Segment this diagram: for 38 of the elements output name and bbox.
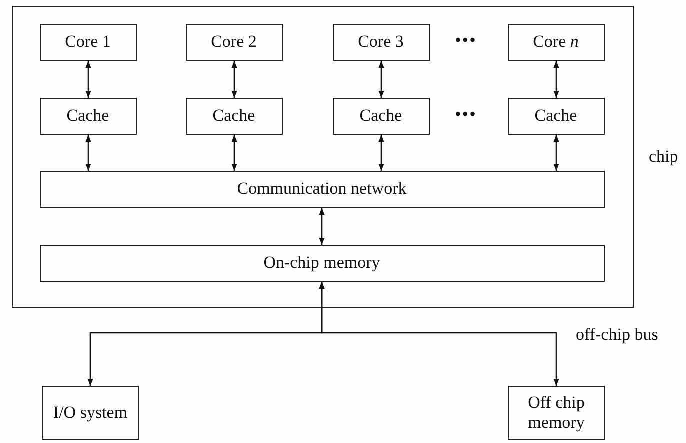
component-box xyxy=(40,170,604,208)
arrow xyxy=(86,135,92,171)
arrow xyxy=(319,282,560,386)
component-box xyxy=(40,24,136,60)
box-label: I/O system xyxy=(53,403,128,423)
ellipsis: ••• xyxy=(455,104,477,125)
component-box xyxy=(42,386,139,440)
box-label: Core 1 xyxy=(65,32,111,52)
box-label: Off chip memory xyxy=(527,393,586,433)
component-box xyxy=(40,98,136,134)
box-label: Cache xyxy=(212,106,256,126)
ellipsis: ••• xyxy=(455,30,477,51)
box-label: Cache xyxy=(360,106,402,126)
component-box xyxy=(332,98,430,134)
box-label: Cache xyxy=(534,106,578,126)
arrow xyxy=(378,61,384,98)
chip-label: chip xyxy=(649,147,678,167)
arrow xyxy=(378,135,384,171)
box-label: Cache xyxy=(66,106,110,126)
component-box xyxy=(186,24,282,60)
box-label: Core 2 xyxy=(211,32,257,52)
box-label: Core n xyxy=(533,32,579,52)
arrow xyxy=(232,135,238,171)
component-box xyxy=(508,386,605,440)
arrow xyxy=(554,135,560,171)
component-box xyxy=(508,98,604,134)
bus-label: off-chip bus xyxy=(576,325,658,345)
box-label: Communication network xyxy=(237,179,407,199)
component-box xyxy=(186,98,282,134)
component-box xyxy=(332,24,430,60)
box-label: On-chip memory xyxy=(264,253,380,273)
arrow xyxy=(319,208,325,245)
arrow xyxy=(86,61,92,98)
component-box xyxy=(40,244,604,282)
arrow xyxy=(232,61,238,98)
arrow xyxy=(554,61,560,98)
component-box xyxy=(508,24,604,60)
box-label: Core 3 xyxy=(358,32,404,52)
